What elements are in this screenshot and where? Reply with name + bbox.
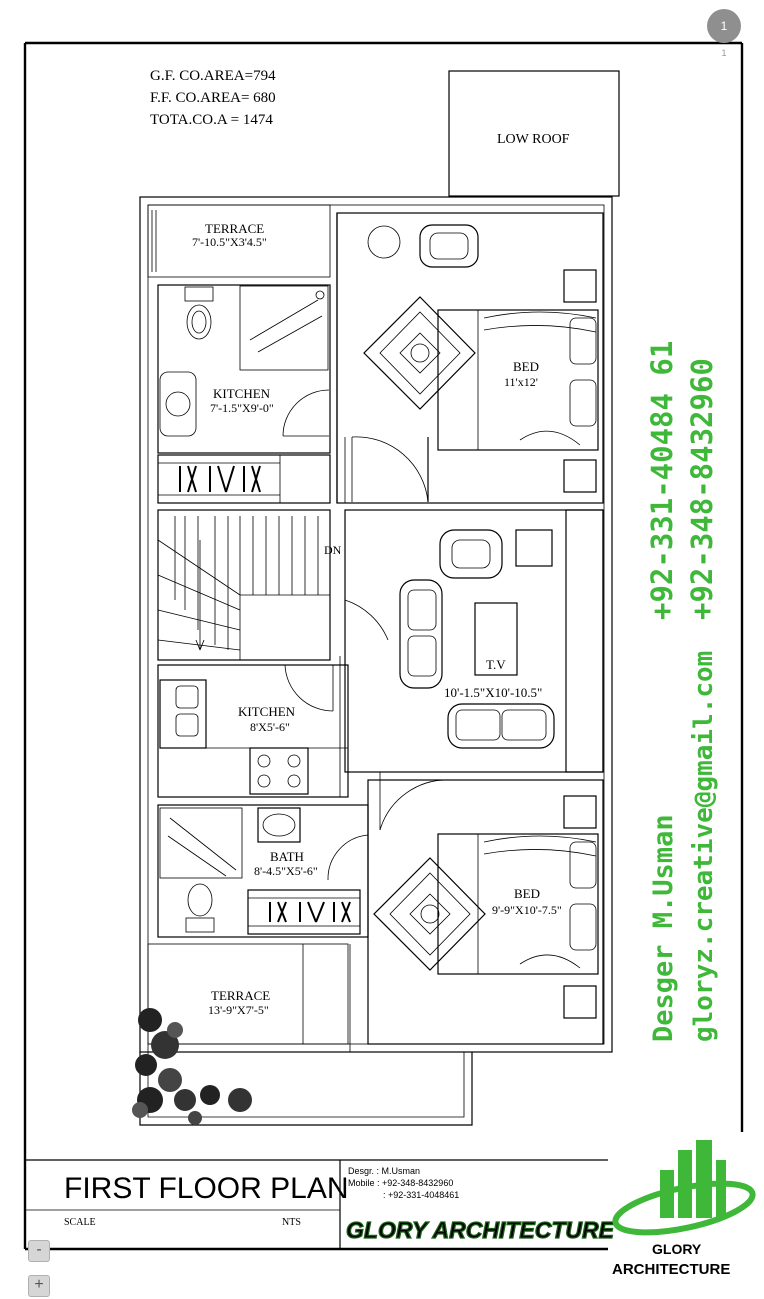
bed-bottom-size: 9'-9"X10'-7.5"	[492, 903, 562, 917]
terrace-bottom-size: 13'-9"X7'-5"	[208, 1003, 269, 1017]
page-sub-label: 1	[721, 48, 727, 58]
kitchen-top-walls	[157, 284, 331, 504]
bed-bottom-name: BED	[514, 886, 540, 901]
wardrobe-hatch-top	[179, 465, 261, 493]
staircase	[157, 509, 331, 661]
outer-walls	[139, 196, 613, 1126]
bed-top-name: BED	[513, 359, 539, 374]
terrace-top	[147, 204, 331, 278]
mobile-line-2: : +92-331-4048461	[383, 1190, 459, 1200]
kitchen-mid-walls	[157, 656, 349, 798]
bath-size: 8'-4.5"X5'-6"	[254, 864, 318, 878]
phone-2-text: +92-348-8432960	[685, 358, 719, 620]
bed-top-size: 11'x12'	[504, 375, 538, 389]
bedroom-bottom-walls	[367, 772, 604, 1045]
kitchen-top-size: 7'-1.5"X9'-0"	[210, 401, 274, 415]
logo-line-1: GLORY	[652, 1241, 702, 1257]
ff-area-text: F.F. CO.AREA= 680	[150, 90, 276, 106]
lounge-walls	[344, 509, 604, 773]
kitchen-top-name: KITCHEN	[213, 386, 271, 401]
logo-line-2: ARCHITECTURE	[612, 1261, 730, 1278]
bedroom-top-walls	[336, 212, 604, 504]
terrace-top-name: TERRACE	[205, 221, 264, 236]
zoom-in-button[interactable]: +	[28, 1275, 50, 1297]
scale-label: SCALE	[64, 1217, 96, 1228]
terrace-bottom-name: TERRACE	[211, 988, 270, 1003]
low-roof-label: LOW ROOF	[497, 132, 570, 147]
glory-logo-icon	[612, 1140, 756, 1236]
kitchen-mid-size: 8'X5'-6"	[250, 720, 290, 734]
wardrobe-hatch-bottom	[269, 901, 351, 923]
designer-line: Desgr. : M.Usman	[348, 1166, 420, 1176]
planter-foliage	[132, 1008, 252, 1125]
page-number-badge[interactable]: 1	[707, 9, 741, 43]
terrace-bottom	[147, 943, 604, 1053]
email-text: gloryz.creative@gmail.com	[689, 651, 719, 1042]
zoom-out-button[interactable]: -	[28, 1240, 50, 1262]
gf-area-text: G.F. CO.AREA=794	[150, 68, 276, 84]
bath-name: BATH	[270, 849, 304, 864]
title-block	[25, 1159, 608, 1249]
kitchen-mid-name: KITCHEN	[238, 704, 296, 719]
mobile-line: Mobile : +92-348-8432960	[348, 1178, 453, 1188]
designer-text: Desger M.Usman	[648, 814, 679, 1042]
corridor-walls	[336, 213, 429, 503]
terrace-top-size: 7'-10.5"X3'4.5"	[192, 235, 267, 249]
drawing-title: FIRST FLOOR PLAN	[64, 1172, 349, 1205]
scale-value: NTS	[282, 1217, 301, 1228]
low-roof-area	[448, 70, 620, 197]
stair-dn-label: DN	[324, 543, 342, 557]
banner-text: GLORY ARCHITECTURE	[346, 1217, 615, 1243]
phone-1-text: +92-331-40484 61	[645, 341, 679, 620]
total-area-text: TOTA.CO.A = 1474	[150, 112, 273, 128]
lounge-size: 10'-1.5"X10'-10.5"	[444, 685, 542, 700]
tv-label: T.V	[486, 657, 506, 672]
drawing-frame	[23, 41, 744, 1251]
